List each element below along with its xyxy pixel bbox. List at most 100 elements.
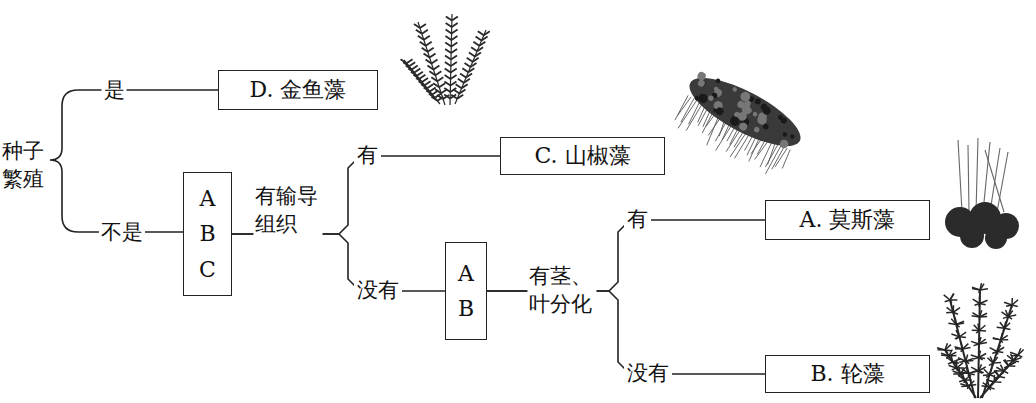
whorl bbox=[994, 377, 999, 379]
leaf bbox=[473, 42, 479, 46]
whorl bbox=[990, 348, 997, 352]
charophyte-drawing bbox=[937, 283, 1024, 398]
leaflet bbox=[697, 79, 706, 88]
whorl bbox=[956, 330, 959, 337]
leaf bbox=[462, 68, 468, 72]
rhizoid bbox=[775, 147, 787, 168]
group-box: A B C bbox=[183, 172, 232, 296]
whorl bbox=[1018, 350, 1024, 355]
leaf bbox=[452, 23, 458, 27]
leaf bbox=[451, 75, 457, 79]
leaf bbox=[466, 74, 472, 78]
whorl bbox=[1013, 358, 1021, 361]
leaflet bbox=[694, 95, 700, 101]
node-text: A B bbox=[455, 256, 477, 326]
stalk bbox=[968, 145, 969, 212]
leaf bbox=[420, 24, 426, 28]
whorl bbox=[979, 354, 986, 358]
leaf bbox=[471, 47, 477, 51]
whorl bbox=[993, 357, 997, 363]
leaf bbox=[429, 71, 435, 75]
leaflet bbox=[732, 86, 738, 92]
whorl bbox=[961, 342, 963, 349]
whorl bbox=[980, 284, 984, 290]
leaf bbox=[475, 52, 481, 56]
leaf bbox=[446, 23, 452, 27]
leaflet bbox=[780, 116, 788, 124]
rhizoid bbox=[765, 143, 778, 167]
stem bbox=[455, 30, 486, 104]
moss-ball bbox=[960, 224, 984, 248]
leaf bbox=[407, 59, 413, 63]
whorl bbox=[949, 352, 956, 356]
branch bbox=[982, 305, 1012, 398]
leaf bbox=[476, 37, 482, 41]
rhizoid bbox=[681, 98, 694, 122]
connectors bbox=[232, 156, 765, 374]
whorl bbox=[945, 345, 951, 350]
leaf bbox=[468, 68, 474, 72]
leaf bbox=[417, 72, 423, 76]
whorl bbox=[953, 359, 961, 362]
whorl bbox=[993, 338, 1001, 340]
whorl bbox=[950, 293, 953, 300]
leaf bbox=[444, 82, 450, 86]
whorl bbox=[1001, 365, 1004, 372]
whorl bbox=[990, 357, 993, 364]
leaf bbox=[451, 95, 457, 99]
rhizoid bbox=[781, 150, 792, 169]
leaf bbox=[451, 69, 457, 73]
whorl bbox=[947, 307, 954, 312]
leaf bbox=[401, 59, 407, 63]
leaf bbox=[435, 71, 441, 75]
whorl bbox=[971, 367, 978, 371]
leaf bbox=[451, 56, 457, 60]
whorl bbox=[1000, 322, 1005, 328]
leaf bbox=[451, 49, 457, 53]
leaf bbox=[462, 84, 468, 88]
whorl bbox=[1012, 300, 1018, 305]
whorl bbox=[978, 324, 979, 331]
leaf bbox=[445, 49, 451, 53]
leaf bbox=[465, 63, 471, 67]
whorl bbox=[971, 355, 979, 357]
leaf bbox=[453, 89, 459, 93]
leaf bbox=[457, 95, 463, 99]
whorl bbox=[999, 377, 1005, 378]
whorl bbox=[1004, 365, 1009, 371]
leaflet bbox=[715, 78, 721, 84]
leaf bbox=[409, 62, 415, 66]
leaf bbox=[427, 84, 433, 88]
whorl bbox=[1005, 323, 1011, 329]
leaf bbox=[422, 30, 428, 34]
taxon-box: C. 山椒藻 bbox=[500, 137, 665, 175]
whorl bbox=[968, 381, 974, 386]
leaf bbox=[456, 84, 462, 88]
branch bbox=[950, 300, 975, 398]
whorl bbox=[956, 321, 964, 324]
leaf bbox=[435, 94, 441, 98]
hornwort-drawing bbox=[401, 14, 490, 105]
leaf bbox=[464, 79, 470, 83]
moss-plant-drawing bbox=[668, 65, 809, 183]
leaflet bbox=[754, 97, 762, 105]
leaf bbox=[446, 17, 452, 21]
leaf bbox=[433, 65, 439, 69]
branch-label: 有 bbox=[624, 207, 651, 232]
stalk bbox=[997, 152, 1008, 212]
rhizoid bbox=[678, 95, 691, 116]
leaflet bbox=[778, 138, 789, 149]
branch bbox=[980, 355, 1018, 398]
moss-ball-drawing bbox=[945, 138, 1019, 249]
node-text: B. 轮藻 bbox=[810, 361, 884, 387]
stalk bbox=[983, 142, 990, 212]
leaf bbox=[430, 87, 436, 91]
leaf bbox=[414, 24, 420, 28]
leaflet bbox=[782, 131, 788, 137]
whorl bbox=[941, 353, 949, 356]
leaflet bbox=[789, 134, 795, 140]
leaf bbox=[419, 75, 425, 79]
leaf bbox=[412, 65, 418, 69]
leaf bbox=[477, 47, 483, 51]
node-text: A B C bbox=[197, 181, 219, 287]
